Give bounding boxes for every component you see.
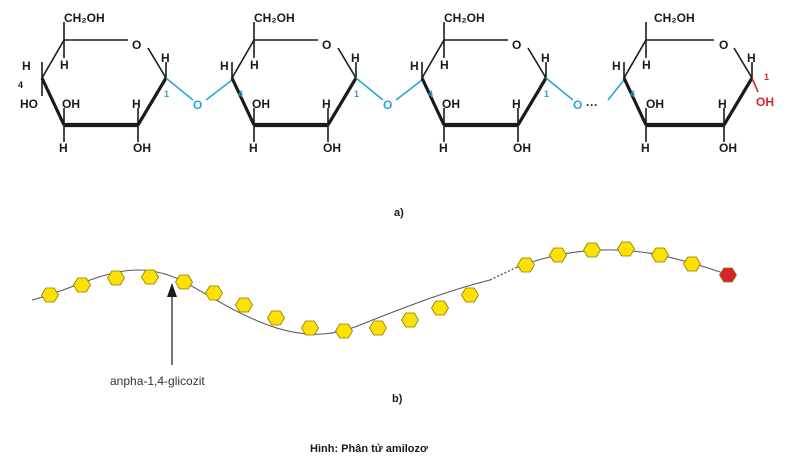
figure-caption: Hình: Phân tử amilozơ [310,443,428,455]
carbon-1-number: 1 [354,89,359,99]
h-label: H [612,59,621,73]
oh-label: OH [323,141,341,155]
ring-oxygen: O [132,38,141,52]
h-label: H [718,97,727,111]
carbon-4-number: 4 [238,89,243,99]
ring-oxygen: O [322,38,331,52]
h-label: H [440,58,449,72]
arrow-head-icon [167,283,177,297]
glucose-unit-hexagon [683,256,701,272]
bridge-oxygen: O [383,98,392,112]
h-label: H [642,58,651,72]
h-label: H [351,51,360,65]
glucose-unit-hexagon [235,297,253,313]
chain-backbone [31,269,491,335]
glucose-unit-hexagon [301,320,319,336]
oh-label: OH [719,141,737,155]
glucose-unit-hexagon [549,247,567,263]
bridge-oxygen: O [193,98,202,112]
glycosidic-bond-label: anpha-1,4-glicozit [110,374,205,388]
haworth-structure-a: CH₂OH O H H HO OH H H H OH 4 1 O [18,11,774,219]
ch2oh-label: CH₂OH [654,11,695,25]
glucose-unit-hexagon [335,323,353,339]
glucose-unit-hexagon [461,287,479,303]
ch2oh-label: CH₂OH [64,11,105,25]
oh-label: OH [646,97,664,111]
glucose-unit-hexagon [651,247,669,263]
h-label: H [641,141,650,155]
carbon-4-number: 4 [428,89,433,99]
oh-label: OH [513,141,531,155]
glucose-unit-hexagon [175,274,193,290]
h-label: H [59,141,68,155]
h-label: H [249,141,258,155]
h-label: H [512,97,521,111]
chain-ellipsis: ··· [586,98,598,112]
bridge-oxygen: O [573,98,582,112]
oh-label: OH [62,97,80,111]
reducing-end-hexagon [719,267,737,283]
part-a-label: a) [394,207,404,219]
ring-oxygen: O [512,38,521,52]
glucose-unit-hexagon [205,285,223,301]
glycosidic-link-1: O [165,77,233,112]
glucose-unit-hexagon [617,241,635,257]
h-label: H [250,58,259,72]
glucose-unit-hexagon [583,242,601,258]
h-label: H [410,59,419,73]
glucose-unit-hexagon [401,312,419,328]
glucose-unit-hexagon [431,300,449,316]
glycosidic-link-3: O ··· [545,77,625,112]
glucose-unit-hexagon [107,270,125,286]
chain-gap-dotted [489,267,516,281]
oh-label: OH [133,141,151,155]
carbon-4-number: 4 [630,89,635,99]
glucose-unit-hexagon [73,277,91,293]
h-label: H [22,59,31,73]
ch2oh-label: CH₂OH [254,11,295,25]
glucose-unit-2: CH₂OH O H H OH H H H OH 4 1 [220,11,360,155]
carbon-1-number: 1 [544,89,549,99]
ho-label: HO [20,97,38,111]
glycosidic-link-2: O [355,77,423,112]
glucose-unit-3: CH₂OH O H H OH H H H OH 4 1 [410,11,550,155]
glucose-unit-hexagon [267,310,285,326]
h-label: H [161,51,170,65]
carbon-4-number: 4 [18,80,23,90]
h-label: H [322,97,331,111]
reducing-end-oh-label: OH [756,95,774,109]
amylose-chain-b: anpha-1,4-glicozit b) [31,241,737,405]
carbon-1-number: 1 [164,89,169,99]
glucose-unit-hexagon [41,287,59,303]
h-label: H [220,59,229,73]
h-label: H [747,51,756,65]
oh-label: OH [442,97,460,111]
glucose-unit-4: CH₂OH O H H OH H H H OH 4 1 OH [612,11,774,155]
oh-label: OH [252,97,270,111]
ring-oxygen: O [719,38,728,52]
h-label: H [439,141,448,155]
glucose-unit-hexagon [369,320,387,336]
h-label: H [60,58,69,72]
glucose-unit-hexagon [141,269,159,285]
ch2oh-label: CH₂OH [444,11,485,25]
glucose-unit-1: CH₂OH O H H HO OH H H H OH 4 1 [18,11,170,155]
carbon-1-number: 1 [764,72,769,82]
h-label: H [132,97,141,111]
h-label: H [541,51,550,65]
part-b-label: b) [392,393,403,405]
glucose-unit-hexagon [517,257,535,273]
